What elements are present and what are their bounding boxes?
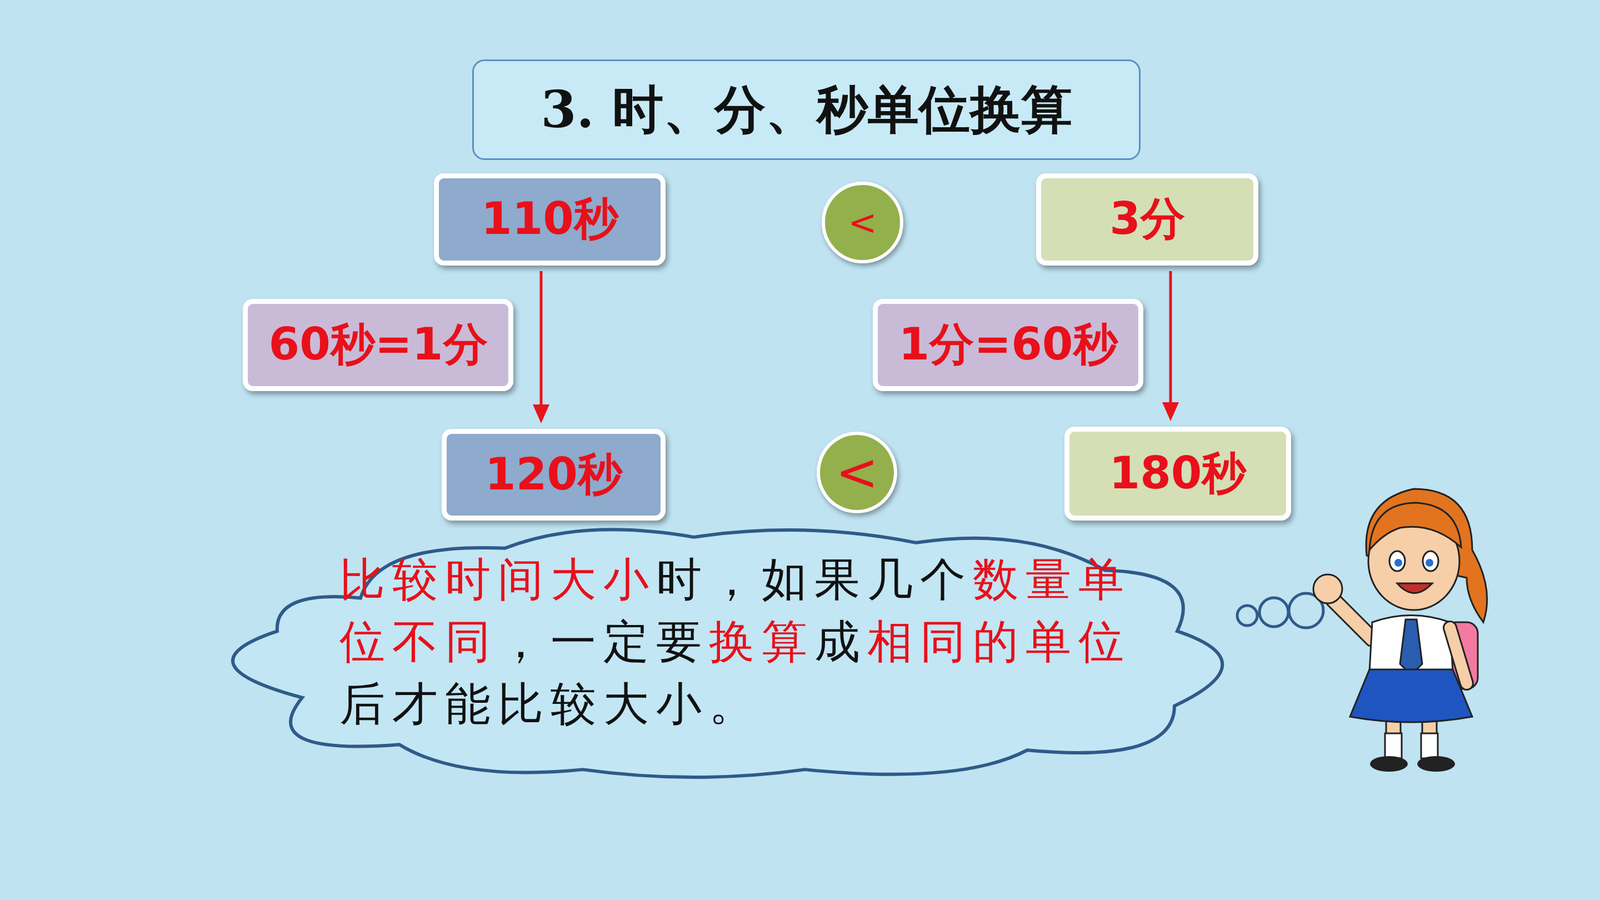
- value-box: 180秒: [1064, 426, 1292, 521]
- highlight-text: 换算: [708, 615, 815, 668]
- plain-text: 后才能比较大小。: [339, 677, 762, 730]
- thought-bubble: [1259, 597, 1289, 627]
- value-box: 110秒: [433, 173, 666, 266]
- value-box: 120秒: [441, 428, 666, 521]
- thought-cloud: 比较时间大小时，如果几个数量单位不同，一定要换算成相同的单位后才能比较大小。: [193, 520, 1261, 787]
- node-label: 120秒: [485, 445, 623, 505]
- compare-circle: <: [816, 431, 898, 514]
- node-label: 1分=60秒: [898, 315, 1118, 375]
- node-label: 110秒: [481, 189, 619, 250]
- arrow-connector: [532, 271, 550, 424]
- compare-circle: <: [821, 181, 904, 264]
- node-label: 3分: [1109, 189, 1185, 250]
- title-box: 3. 时、分、秒单位换算: [472, 59, 1141, 160]
- girl-illustration: [1313, 488, 1488, 772]
- note-text: 比较时间大小时，如果几个数量单位不同，一定要换算成相同的单位后才能比较大小。: [339, 548, 1162, 735]
- node-label: <: [835, 442, 879, 503]
- rule-box: 60秒=1分: [242, 298, 514, 392]
- node-label: 180秒: [1109, 443, 1247, 504]
- thought-bubble: [1237, 605, 1258, 626]
- rule-box: 1分=60秒: [872, 298, 1144, 392]
- arrow-connector: [1162, 271, 1179, 422]
- plain-text: 成: [814, 615, 868, 668]
- highlight-text: 比较时间大小: [339, 552, 657, 606]
- highlight-text: 相同的单位: [867, 615, 1132, 668]
- plain-text: ，一定要: [497, 615, 709, 668]
- plain-text: 时，如果几个: [656, 552, 973, 606]
- value-box: 3分: [1036, 173, 1259, 266]
- node-label: <: [848, 202, 878, 243]
- node-label: 60秒=1分: [268, 315, 488, 375]
- title-text: 3. 时、分、秒单位换算: [540, 75, 1072, 145]
